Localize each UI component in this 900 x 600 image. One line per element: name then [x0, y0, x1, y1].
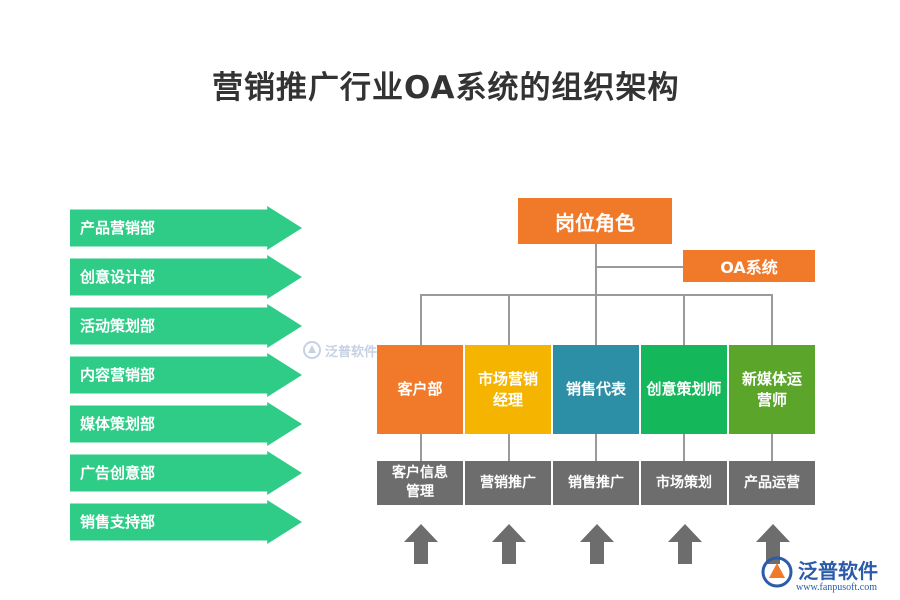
function-box: 产品运营 — [729, 461, 815, 505]
position-box-marketing-manager: 市场营销 经理 — [465, 345, 551, 434]
position-box-new-media-operator: 新媒体运 营师 — [729, 345, 815, 434]
oa-system-box: OA系统 — [683, 250, 815, 282]
department-arrow: 创意设计部 — [70, 255, 302, 299]
position-label: 客户部 — [397, 380, 443, 398]
position-label: 创意策划师 — [646, 380, 722, 398]
department-label: 产品营销部 — [80, 219, 156, 237]
connector-pos-2 — [508, 294, 510, 345]
connector-func-3 — [595, 434, 597, 461]
function-box: 销售推广 — [553, 461, 639, 505]
role-box: 岗位角色 — [518, 198, 672, 244]
function-label: 客户信息 管理 — [392, 465, 448, 500]
department-arrow: 广告创意部 — [70, 451, 302, 495]
department-label: 广告创意部 — [80, 464, 156, 482]
position-label: 新媒体运 营师 — [741, 369, 802, 409]
department-arrow: 产品营销部 — [70, 206, 302, 250]
department-arrow: 内容营销部 — [70, 353, 302, 397]
up-arrow-icon — [756, 524, 790, 564]
watermark: 泛普软件 — [302, 340, 377, 360]
up-arrow-icon — [404, 524, 438, 564]
department-label: 创意设计部 — [80, 268, 156, 286]
function-label: 销售推广 — [568, 474, 624, 491]
function-box: 客户信息 管理 — [377, 461, 463, 505]
department-arrow: 销售支持部 — [70, 500, 302, 544]
position-box-customer: 客户部 — [377, 345, 463, 434]
up-arrow-icon — [492, 524, 526, 564]
position-box-creative-planner: 创意策划师 — [641, 345, 727, 434]
function-label: 市场策划 — [656, 474, 712, 491]
connector-func-5 — [771, 434, 773, 461]
department-label: 销售支持部 — [80, 513, 156, 531]
watermark-text: 泛普软件 — [325, 344, 378, 360]
function-box: 营销推广 — [465, 461, 551, 505]
position-label: 销售代表 — [565, 380, 626, 398]
connector-oa — [595, 266, 683, 268]
department-list: 产品营销部 创意设计部 活动策划部 内容营销部 媒体策划部 广告创意部 销售支持… — [70, 206, 302, 549]
connector-pos-1 — [420, 294, 422, 345]
connector-func-2 — [508, 434, 510, 461]
brand-url: www.fanpusoft.com — [796, 582, 878, 593]
position-label: 市场营销 经理 — [477, 369, 538, 409]
connector-pos-3 — [595, 294, 597, 345]
department-arrow: 活动策划部 — [70, 304, 302, 348]
connector-func-1 — [420, 434, 422, 461]
connector-role-down — [595, 244, 597, 295]
brand-logo: 泛普软件 www.fanpusoft.com — [760, 553, 895, 595]
department-label: 内容营销部 — [80, 366, 156, 384]
department-arrow: 媒体策划部 — [70, 402, 302, 446]
connector-pos-4 — [683, 294, 685, 345]
position-box-sales-rep: 销售代表 — [553, 345, 639, 434]
function-label: 营销推广 — [480, 474, 536, 491]
connector-pos-5 — [771, 294, 773, 345]
diagram-title: 营销推广行业OA系统的组织架构 — [212, 70, 680, 106]
department-label: 活动策划部 — [80, 317, 156, 335]
connector-func-4 — [683, 434, 685, 461]
up-arrow-icon — [580, 524, 614, 564]
function-label: 产品运营 — [744, 474, 800, 491]
watermark-logo-icon — [303, 341, 321, 359]
function-box: 市场策划 — [641, 461, 727, 505]
brand-logo-icon — [761, 556, 793, 588]
brand-name: 泛普软件 — [798, 559, 878, 583]
up-arrow-icon — [668, 524, 702, 564]
department-label: 媒体策划部 — [80, 415, 156, 433]
